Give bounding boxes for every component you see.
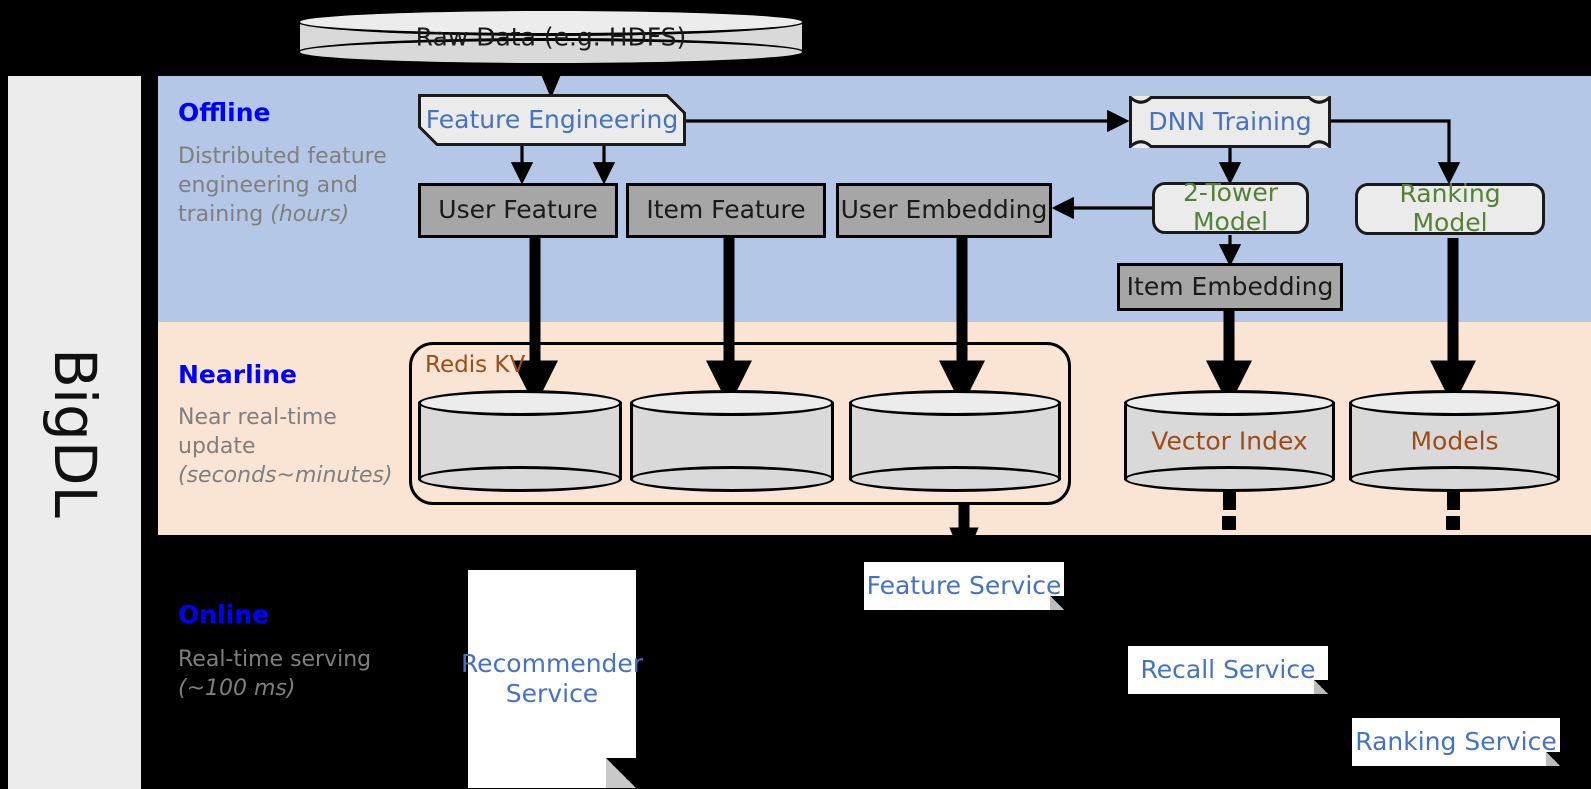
node-raw-data[interactable]: Raw Data (e.g. HDFS) [297, 8, 805, 66]
offline-desc: Distributed feature engineering and trai… [178, 142, 403, 229]
ranking-model-label: Ranking Model [1399, 179, 1501, 237]
redis-kv-label: Redis KV [425, 352, 526, 378]
page-fold-icon [606, 758, 636, 788]
node-recall-service[interactable]: Recall Service [1128, 646, 1328, 694]
cylinder-top [630, 390, 834, 416]
offline-desc-em: (hours) [270, 202, 350, 228]
cylinder-bottom [418, 466, 622, 492]
offline-desc-main: Distributed feature engineering and trai… [178, 144, 387, 228]
raw-data-label: Raw Data (e.g. HDFS) [415, 22, 687, 52]
page-fold-icon [1546, 752, 1560, 766]
node-vector-index[interactable]: Vector Index [1124, 390, 1335, 492]
recall-service-label: Recall Service [1140, 655, 1316, 684]
online-title: Online [178, 600, 269, 629]
cylinder-bottom [1124, 466, 1335, 492]
node-dnn-training[interactable]: DNN Training [1129, 96, 1331, 148]
offline-title: Offline [178, 98, 271, 127]
node-models[interactable]: Models [1349, 390, 1560, 492]
node-item-feature[interactable]: Item Feature [626, 183, 826, 238]
cylinder-top [849, 390, 1061, 416]
nearline-desc-main: Near real-time update [178, 405, 337, 460]
feature-service-label: Feature Service [866, 571, 1062, 600]
nearline-title: Nearline [178, 360, 297, 389]
node-item-embedding[interactable]: Item Embedding [1117, 263, 1343, 311]
vector-index-label: Vector Index [1151, 426, 1308, 456]
cylinder-bottom [297, 38, 805, 66]
node-feature-service[interactable]: Feature Service [864, 562, 1064, 610]
cylinder-bottom [849, 466, 1061, 492]
node-kv-user-embedding[interactable] [849, 390, 1061, 492]
online-desc-em: (~100 ms) [178, 676, 296, 702]
two-tower-model-label: 2-Tower Model [1182, 178, 1279, 236]
node-feature-engineering[interactable]: Feature Engineering [418, 94, 686, 146]
cylinder-top [1124, 390, 1335, 416]
node-ranking-model[interactable]: Ranking Model [1355, 179, 1545, 237]
cylinder-bottom [1349, 466, 1560, 492]
node-kv-item-feature[interactable] [630, 390, 834, 492]
cylinder-top [297, 8, 805, 36]
item-feature-label: Item Feature [646, 195, 806, 225]
dnn-training-shape [1129, 96, 1331, 148]
online-desc-main: Real-time serving [178, 647, 372, 672]
bigdl-label: BigDL [40, 347, 109, 518]
node-recommender-service[interactable]: Recommender Service [461, 570, 643, 788]
node-two-tower-model[interactable]: 2-Tower Model [1152, 178, 1309, 236]
cylinder-bottom [630, 466, 834, 492]
nearline-desc-em: (seconds~minutes) [178, 463, 393, 489]
feature-engineering-label: Feature Engineering [425, 104, 679, 134]
nearline-desc: Near real-time update (seconds~minutes) [178, 403, 403, 490]
node-kv-user-feature[interactable] [418, 390, 622, 492]
item-embedding-label: Item Embedding [1126, 271, 1334, 301]
cylinder-top [418, 390, 622, 416]
node-user-feature[interactable]: User Feature [418, 183, 618, 238]
user-embedding-label: User Embedding [840, 195, 1048, 225]
dnn-training-label: DNN Training [1148, 106, 1312, 136]
ranking-service-label: Ranking Service [1355, 727, 1557, 756]
node-ranking-service[interactable]: Ranking Service [1352, 718, 1560, 766]
user-feature-label: User Feature [438, 195, 598, 225]
page-fold-icon [1314, 680, 1328, 694]
models-label: Models [1410, 426, 1499, 456]
page-fold-icon [1050, 596, 1064, 610]
feature-engineering-shape [418, 94, 686, 146]
bigdl-sidebar: BigDL [8, 76, 141, 789]
redis-kv-container [409, 342, 1071, 505]
online-desc: Real-time serving (~100 ms) [178, 645, 403, 703]
node-user-embedding[interactable]: User Embedding [836, 183, 1052, 238]
recommender-service-label: Recommender Service [460, 649, 644, 708]
cylinder-top [1349, 390, 1560, 416]
